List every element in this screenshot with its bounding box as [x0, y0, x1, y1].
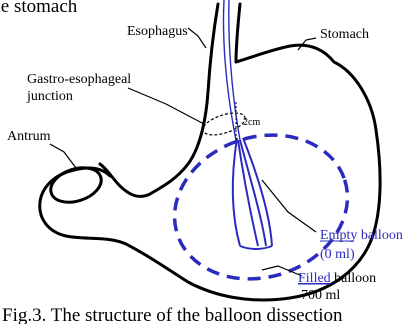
label-balloon-word: balloon — [331, 271, 377, 286]
catheter-tube-left — [224, 0, 237, 140]
label-distance: 2cm — [243, 117, 260, 128]
label-stomach: Stomach — [320, 27, 369, 42]
label-gej-line2: junction — [26, 89, 73, 104]
label-empty-balloon-line2: (0 ml) — [320, 247, 355, 262]
caption-top: the stomach — [0, 0, 78, 17]
label-esophagus: Esophagus — [127, 24, 188, 39]
leader-gej — [128, 88, 204, 124]
empty-balloon-bottom — [240, 246, 272, 249]
empty-balloon-outer-left — [233, 138, 240, 246]
leader-esophagus — [188, 28, 206, 48]
gej-dashed-ellipse — [200, 109, 247, 140]
label-filled-balloon-line2: 700 ml — [301, 288, 340, 303]
label-antrum: Antrum — [7, 129, 51, 144]
empty-balloon — [233, 138, 272, 249]
leader-antrum — [50, 144, 76, 168]
label-gej-line1: Gastro-esophageal — [27, 72, 131, 87]
caption-bottom: Fig.3. The structure of the balloon diss… — [2, 305, 343, 324]
